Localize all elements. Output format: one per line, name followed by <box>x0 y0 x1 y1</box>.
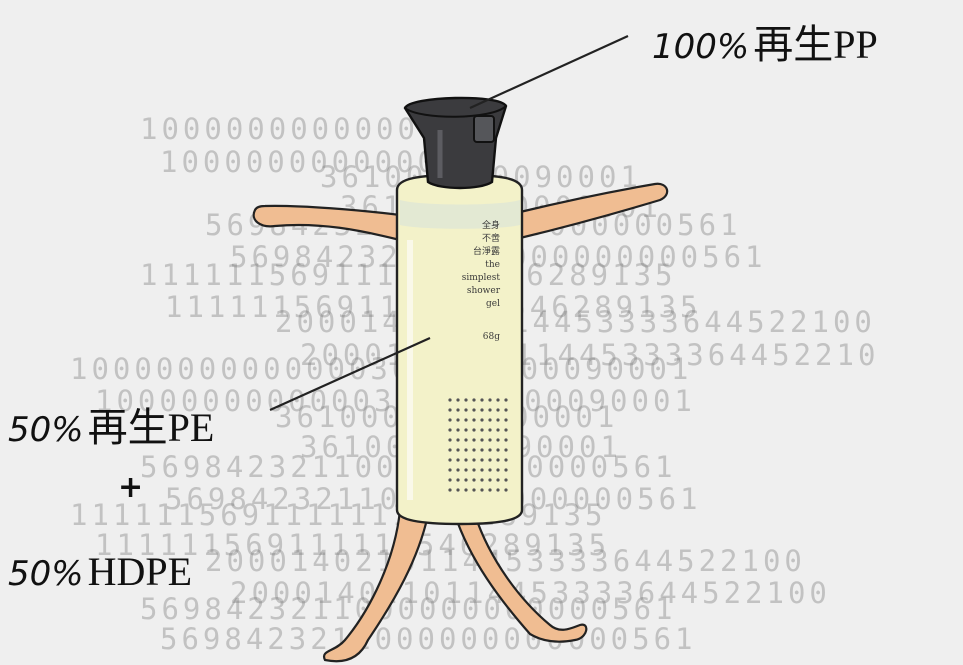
bottle-label-line: 不啻 <box>481 234 500 244</box>
left-leg <box>322 508 430 663</box>
bottle-label-text: 全身 不啻 台淨露 the simplest shower gel 68g <box>450 220 500 344</box>
bottle-label-line: 台淨露 <box>472 247 500 257</box>
body-material-callout: 50% 再生PE <box>8 395 214 453</box>
number-row: 1000000000000 <box>160 145 439 179</box>
body-percent: 50% <box>8 410 84 450</box>
hdpe-percent: 50% <box>8 554 84 594</box>
body-callout-line <box>269 336 431 412</box>
bottle-volume: 68g <box>482 332 500 342</box>
cap-rim <box>404 105 507 118</box>
number-row: 1000000000000361000000090001 <box>95 384 696 418</box>
cap-material-callout: 100% 再生PP <box>652 12 878 70</box>
number-row: 5698423211000000000000561 <box>160 622 697 656</box>
bottle-shoulder <box>400 200 520 229</box>
bottle-label-line: gel <box>486 299 500 309</box>
number-row: 10000000000000361000000090001 <box>70 352 693 386</box>
left-arm <box>252 204 402 242</box>
number-row: 5698423211000000000000561 <box>140 592 677 626</box>
right-arm <box>518 182 669 240</box>
cap-callout-line <box>469 34 629 110</box>
right-leg <box>453 513 588 643</box>
cap-material: 再生PP <box>753 22 878 67</box>
hdpe-material-callout: 50% HDPE <box>8 548 192 595</box>
body-material: 再生PE <box>87 405 215 450</box>
bottle-label-line: 全身 <box>481 221 500 231</box>
cap-flip-tab <box>473 115 495 143</box>
number-row: 111111569111111546289135 <box>95 528 611 562</box>
cap-percent: 100% <box>652 27 750 67</box>
number-row: 1000000000000 <box>140 112 419 146</box>
hdpe-material: HDPE <box>87 549 193 594</box>
number-row: 2000140210114453333644522100 <box>275 305 876 339</box>
bottle-label-line: the <box>485 260 500 270</box>
plus-sign: + <box>118 470 144 505</box>
bottle-dot-pattern <box>448 398 508 492</box>
bottle-label-line: simplest <box>461 273 500 283</box>
bottle-label-line: shower <box>466 286 500 296</box>
